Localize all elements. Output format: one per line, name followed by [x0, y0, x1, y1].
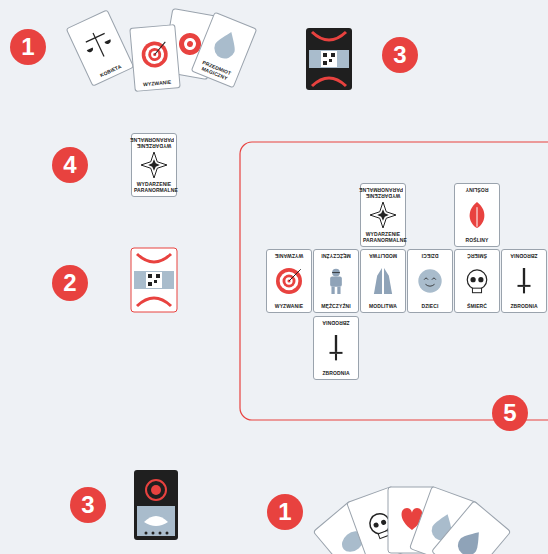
card-label: ŚMIERĆ: [457, 253, 497, 259]
card-label: DZIECI: [410, 303, 450, 309]
card-label: ZBRODNIA: [316, 370, 356, 376]
card-label: MĘŻCZYŹNI: [316, 253, 356, 259]
card-icon: [314, 250, 358, 312]
game-card: MĘŻCZYŹNI MĘŻCZYŹNI: [313, 249, 359, 313]
game-card: WYZWANIE WYZWANIE: [266, 249, 312, 313]
callout-number: 2: [52, 265, 88, 301]
card-label: MODLITWA: [363, 303, 403, 309]
card-label: MĘŻCZYŹNI: [316, 303, 356, 309]
game-card: ROŚLINY ROŚLINY: [454, 183, 500, 247]
card-label: ŚMIERĆ: [457, 303, 497, 309]
card-label: WYZWANIE: [137, 78, 177, 87]
layout-area: [240, 142, 548, 420]
game-card: MODLITWA MODLITWA: [360, 249, 406, 313]
game-card: ZBRODNIA ZBRODNIA: [313, 316, 359, 380]
card-back: [306, 28, 352, 90]
game-card: WYZWANIE: [129, 24, 180, 92]
callout-number: 3: [382, 37, 418, 73]
card-label: DZIECI: [410, 253, 450, 259]
card-fan: [313, 486, 510, 554]
game-card: WYDARZENIE PARANORMALNE WYDARZENIE PARANO…: [131, 133, 177, 197]
card-icon: [502, 250, 546, 312]
callout-number: 3: [70, 487, 106, 523]
card-label: KOBIETA: [91, 59, 130, 81]
game-card: WYDARZENIE PARANORMALNE WYDARZENIE PARANO…: [360, 183, 406, 247]
card-label: WYDARZENIE PARANORMALNE: [134, 181, 174, 193]
card-icon: [408, 250, 452, 312]
game-card: KOBIETA: [66, 9, 135, 86]
card-label: WYDARZENIE PARANORMALNE: [363, 231, 403, 243]
game-card: DZIECI DZIECI: [407, 249, 453, 313]
callout-number: 1: [267, 494, 303, 530]
callout-number: 5: [492, 395, 528, 431]
card-label: WYDARZENIE PARANORMALNE: [134, 137, 174, 149]
card-icon: [267, 250, 311, 312]
card-label: MODLITWA: [363, 253, 403, 259]
card-label: WYZWANIE: [269, 303, 309, 309]
card-label: PRZEDMIOT MAGICZNY: [195, 57, 237, 83]
callout-number: 4: [52, 147, 88, 183]
card-icon: [314, 317, 358, 379]
card-back: [131, 248, 177, 312]
card-label: ROŚLINY: [457, 237, 497, 243]
card-label: ZBRODNIA: [316, 320, 356, 326]
card-label: ROŚLINY: [457, 187, 497, 193]
game-card: ŚMIERĆ ŚMIERĆ: [454, 249, 500, 313]
card-label: ZBRODNIA: [504, 253, 544, 259]
card-icon: [455, 184, 499, 246]
card-icon: [361, 250, 405, 312]
callout-number: 1: [10, 29, 46, 65]
card-label: WYZWANIE: [269, 253, 309, 259]
card-icon: [455, 250, 499, 312]
card-label: WYDARZENIE PARANORMALNE: [363, 187, 403, 199]
game-card: ZBRODNIA ZBRODNIA: [501, 249, 547, 313]
card-label: ZBRODNIA: [504, 303, 544, 309]
card-back: [134, 470, 178, 540]
